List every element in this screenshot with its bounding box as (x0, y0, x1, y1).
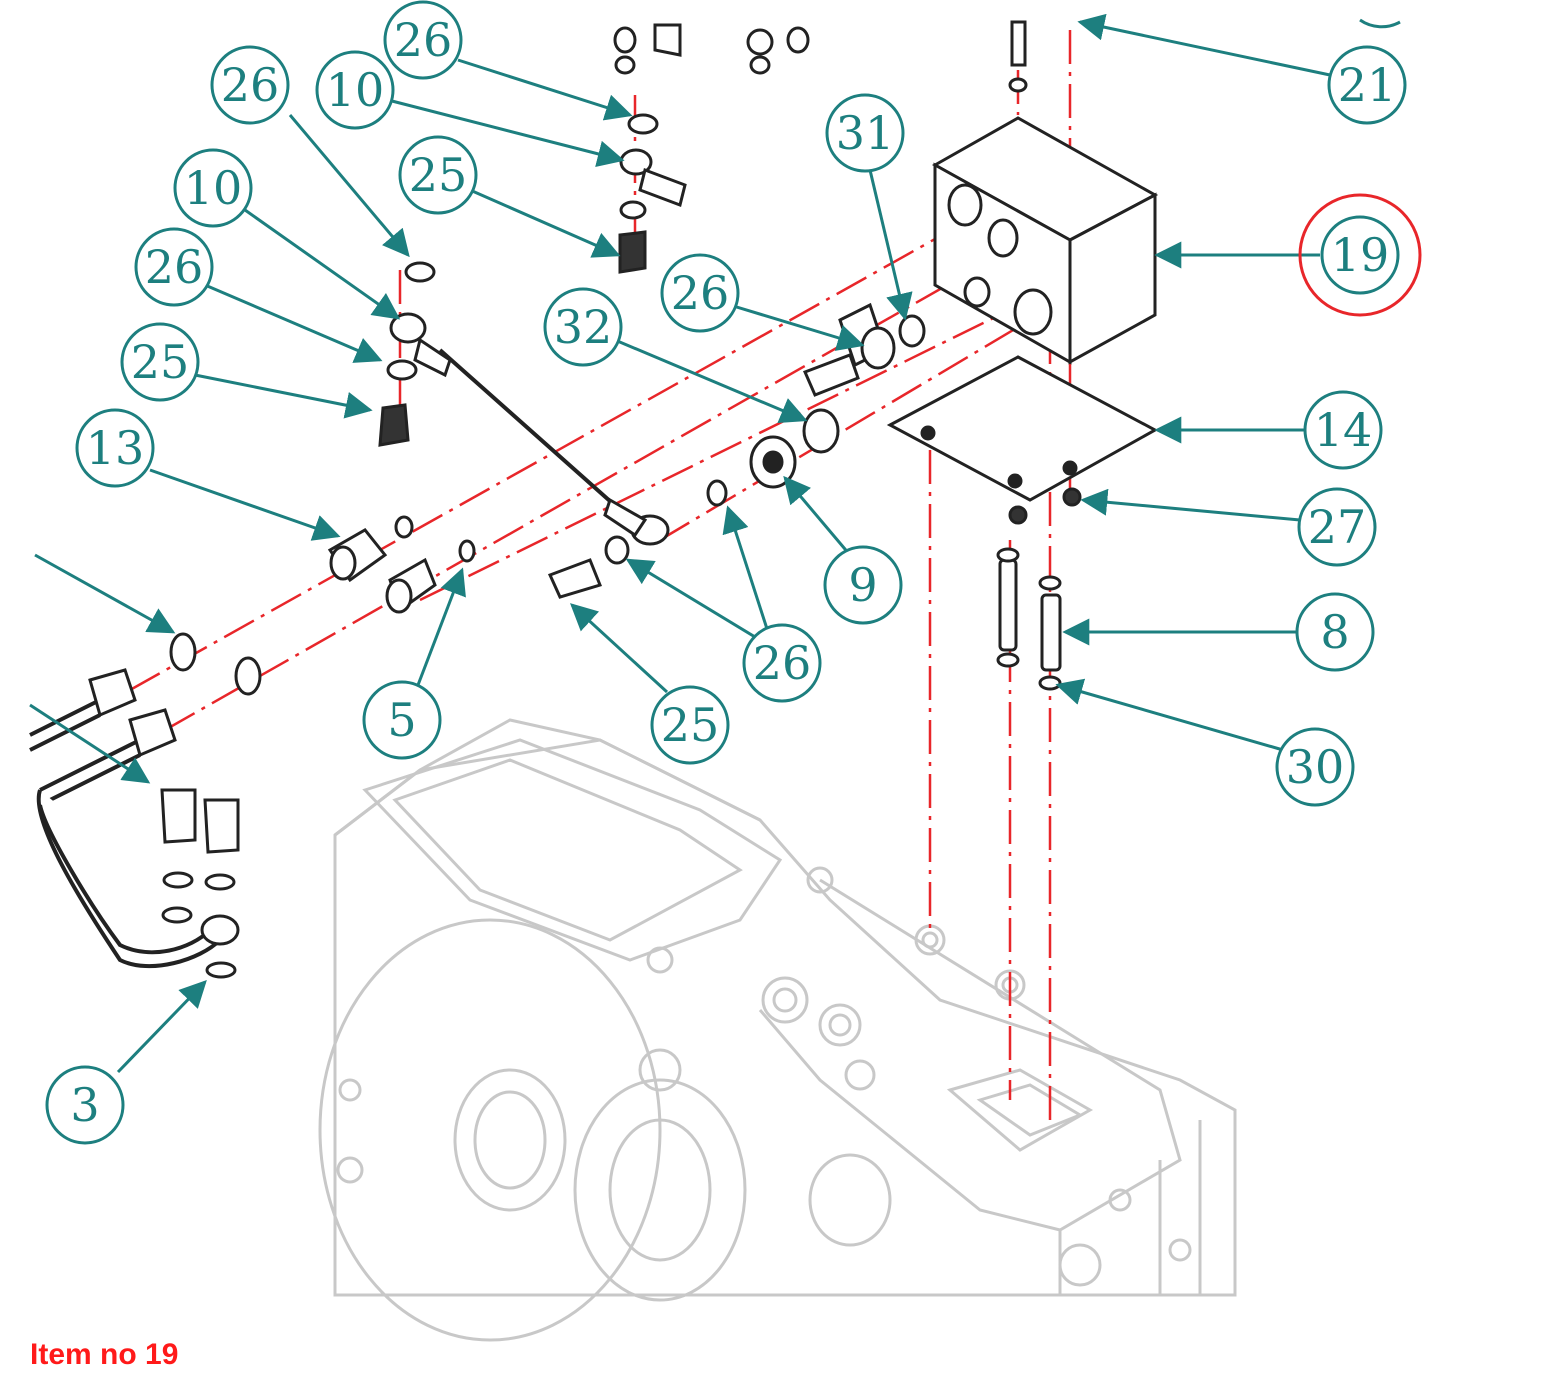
svg-text:26: 26 (145, 240, 204, 294)
svg-text:27: 27 (1308, 500, 1367, 554)
callout-bubble: 8 (1295, 592, 1375, 672)
callout-bubble: 26 (383, 0, 463, 80)
callout-bubble: 27 (1297, 487, 1377, 567)
svg-text:26: 26 (221, 58, 280, 112)
callout-bubble: 10 (315, 50, 395, 130)
svg-text:32: 32 (554, 300, 613, 354)
callout-bubble: 31 (825, 93, 905, 173)
callout-bubble: 32 (543, 287, 623, 367)
callout-bubble: 26 (660, 253, 740, 333)
svg-text:5: 5 (387, 693, 416, 747)
callout-bubble: 21 (1327, 45, 1407, 125)
partial-callout-bubble (1359, 18, 1401, 29)
item-number-label: Item no 19 (30, 1338, 179, 1371)
svg-text:9: 9 (848, 558, 877, 612)
svg-text:26: 26 (394, 13, 453, 67)
callout-bubble: 3 (45, 1065, 125, 1145)
svg-text:13: 13 (86, 421, 145, 475)
svg-text:26: 26 (671, 266, 730, 320)
svg-text:14: 14 (1314, 403, 1373, 457)
callout-bubble: 13 (75, 408, 155, 488)
svg-text:30: 30 (1286, 740, 1345, 794)
svg-text:31: 31 (836, 106, 895, 160)
svg-text:8: 8 (1320, 605, 1349, 659)
svg-text:25: 25 (131, 335, 190, 389)
callout-bubble: 26 (210, 45, 290, 125)
callout-bubble: 14 (1303, 390, 1383, 470)
svg-text:3: 3 (70, 1078, 99, 1132)
hardware-parts (29, 20, 1082, 979)
callout-bubble: 25 (120, 322, 200, 402)
callout-bubble: 25 (650, 685, 730, 765)
callout-bubble: 5 (362, 680, 442, 760)
svg-text:25: 25 (661, 698, 720, 752)
assembly-axis-lines (129, 30, 1072, 1120)
callout-bubble: 26 (134, 227, 214, 307)
svg-text:19: 19 (1331, 228, 1390, 282)
callout-bubble: 25 (398, 135, 478, 215)
svg-text:10: 10 (184, 161, 243, 215)
svg-text:26: 26 (753, 636, 812, 690)
transmission-housing (318, 718, 1237, 1342)
callout-bubble: 10 (173, 148, 253, 228)
callout-bubble: 9 (823, 545, 903, 625)
svg-text:10: 10 (326, 63, 385, 117)
callout-bubble-highlighted: 19 (1298, 193, 1422, 317)
svg-text:25: 25 (409, 148, 468, 202)
leader-lines (29, 13, 1331, 1074)
callout-bubble: 30 (1275, 727, 1355, 807)
valve-block (931, 116, 1159, 365)
callout-bubble: 26 (742, 623, 822, 703)
svg-text:21: 21 (1338, 58, 1397, 112)
